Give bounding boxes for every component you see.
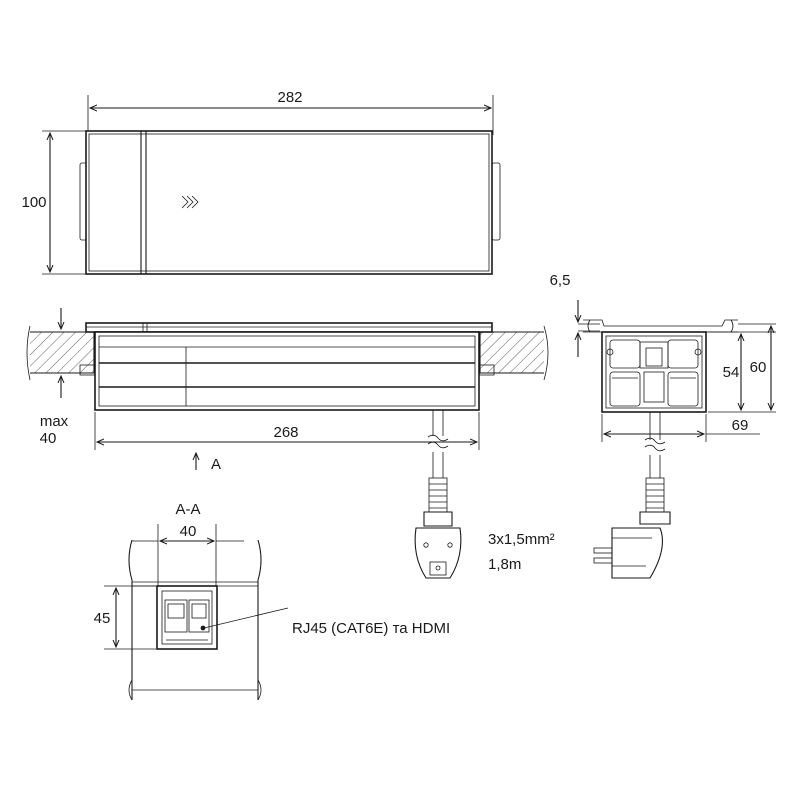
front-view: 268 max 40 A (26, 308, 549, 473)
dimension-6-5: 6,5 (550, 272, 571, 289)
section-label: A-A (175, 501, 200, 518)
dimension-45: 45 (94, 610, 111, 627)
dimension-282: 282 (277, 89, 302, 106)
dimension-268: 268 (273, 424, 298, 441)
double-chevron-right-icon (181, 195, 199, 209)
plug-side (593, 455, 671, 579)
dimension-40: 40 (180, 523, 197, 540)
dimension-60: 60 (750, 359, 767, 376)
plug-front (414, 452, 462, 579)
connector-leader (203, 607, 289, 629)
cable-spec: 3x1,5mm² (488, 531, 555, 548)
housing-front (94, 331, 480, 411)
max-value: 40 (40, 430, 57, 447)
cable-length: 1,8m (488, 556, 521, 573)
side-view: 6,5 54 60 69 (550, 272, 776, 452)
countertop-left (30, 332, 94, 373)
countertop-right (480, 332, 544, 373)
top-view: 282 100 (21, 89, 501, 275)
view-label-a: A (211, 456, 221, 473)
section-a-a: A-A 40 45 (94, 501, 289, 701)
dimension-100: 100 (21, 194, 46, 211)
connector-label: RJ45 (CAT6E) та HDMI (292, 620, 450, 637)
top-lid (85, 130, 493, 275)
max-label: max (40, 413, 69, 430)
dimension-54: 54 (723, 364, 740, 381)
dimension-69: 69 (732, 417, 749, 434)
